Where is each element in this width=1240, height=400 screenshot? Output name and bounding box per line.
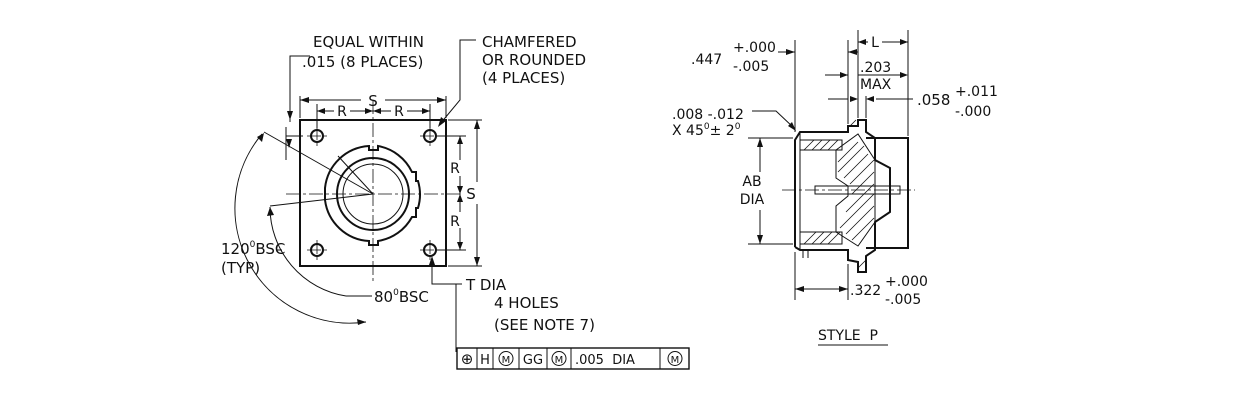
fcf-modifier-2: M [555,355,564,366]
note-t-dia-line1: T DIA [465,276,507,294]
dim-ab: AB [742,174,761,190]
hatch-lines [803,119,875,269]
side-chamfer-line1: .008 -.012 [672,107,744,123]
dim-r-upper: R [450,161,460,177]
note-chamfered-line3: (4 PLACES) [482,69,565,87]
dim-447-minus: -.005 [733,59,769,75]
front-view: S R R R R S EQUAL WITH [221,33,595,352]
dim-r-left: R [337,104,347,120]
dim-r-lower: R [450,214,460,230]
dim-058-plus: +.011 [955,84,998,100]
dim-058: .058 [917,91,950,109]
note-equal-within-line1: EQUAL WITHIN [313,33,424,51]
shell-hatched-section-top [799,139,843,151]
insert-hatched-section [835,133,876,247]
dim-s-vertical: S [466,185,476,203]
receptacle-outer-shell [324,144,421,246]
side-chamfer-line2: X 450± 20 [672,122,741,139]
fcf-tolerance: .005 DIA [575,353,635,368]
dim-203-max: MAX [860,77,892,93]
side-body-outline [794,119,891,273]
angle-80-label: 800BSC [374,288,429,306]
shell-hatched-section-bottom [799,231,843,245]
fcf-modifier-3: M [671,355,680,366]
fcf-datum-gg: GG [523,353,543,368]
dim-447-plus: +.000 [733,40,776,56]
dim-s-horizontal: S [368,92,378,110]
dim-l: L [871,35,879,51]
side-view: .447 +.000 -.005 L .203 MAX .058 +.011 -… [672,30,998,346]
dim-058-minus: -.000 [955,104,991,120]
note-chamfered-line2: OR ROUNDED [482,51,586,69]
dim-322-plus: +.000 [885,274,928,290]
angle-120-label: 1200BSC [221,240,285,258]
fcf-position-symbol: ⊕ [461,350,474,368]
dim-447: .447 [691,52,722,68]
dim-322-minus: -.005 [885,292,921,308]
note-t-dia-line2: 4 HOLES [494,294,559,312]
fcf-modifier-1: M [502,355,511,366]
dim-r-right: R [394,104,404,120]
note-t-dia-line3: (SEE NOTE 7) [494,316,595,334]
style-label: STYLE P [818,328,878,344]
note-chamfered-line1: CHAMFERED [482,33,577,51]
fcf-datum-h: H [480,353,490,368]
dim-ab-dia: DIA [740,192,765,208]
dim-322: .322 [850,283,881,299]
feature-control-frame: ⊕ H M GG M .005 DIA M [456,347,690,370]
angle-120-typ: (TYP) [221,259,260,277]
dim-203: .203 [860,60,891,76]
note-equal-within-line2: .015 (8 PLACES) [302,53,423,71]
